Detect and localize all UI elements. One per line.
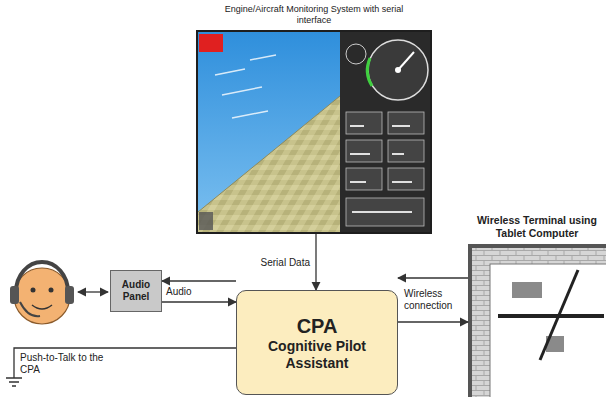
box-heading: CPA [297,314,338,338]
process-box: CPACognitive Pilot Assistant [236,290,398,395]
box-label: Audio Panel [111,279,161,303]
tablet-node: Wireless Terminal using Tablet Computer [468,200,606,397]
monitor-screen [196,30,432,234]
connector-label: Audio [166,286,226,298]
box-label: Cognitive Pilot Assistant [247,338,387,372]
connector-label: Wireless connection [404,288,466,312]
connector-arrow [162,280,236,281]
connector-arrow [162,301,236,302]
ptt-wire [6,348,236,386]
connector-arrow [315,234,316,290]
connector-arrow [398,321,468,322]
monitor-heading: Engine/Aircraft Monitoring System with s… [214,4,414,26]
connector-label: Serial Data [250,257,310,269]
pilot-face [10,262,74,324]
headset-cable [78,291,108,292]
tablet-heading: Wireless Terminal using Tablet Computer [471,214,603,240]
ptt-label: Push-to-Talk to the CPA [20,352,110,376]
tablet-computer [468,244,606,397]
connector-arrow [398,277,468,278]
monitor-node: Engine/Aircraft Monitoring System with s… [192,2,436,234]
audio-panel-box: Audio Panel [110,270,162,312]
